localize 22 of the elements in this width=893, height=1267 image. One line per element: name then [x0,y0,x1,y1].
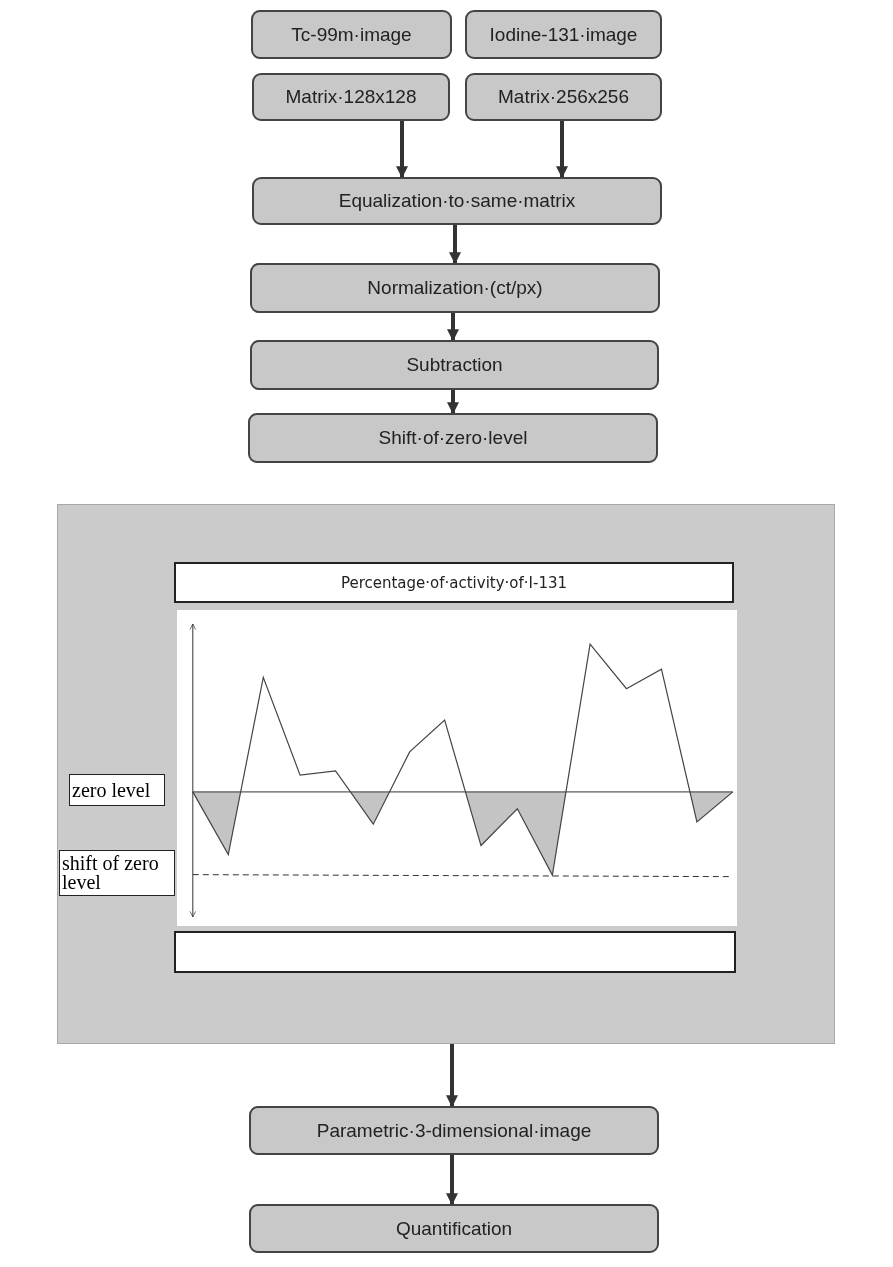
arrow [556,121,568,179]
arrow [447,390,459,415]
process-box: Parametric·3-dimensional·image [249,1106,659,1155]
arrow [396,121,408,179]
process-box: Subtraction [250,340,659,390]
arrow [446,1155,458,1206]
arrow [446,1044,458,1108]
arrow [447,313,459,342]
process-box: Quantification [249,1204,659,1253]
process-box: Tc-99m·image [251,10,452,59]
text-box: zero level [69,774,165,806]
process-box: Normalization·(ct/px) [250,263,660,313]
text-box [174,931,736,973]
process-box: Matrix·256x256 [465,73,662,121]
text-box: Percentage·of·activity·of·I-131 [174,562,734,603]
process-box: Iodine-131·image [465,10,662,59]
process-box: Matrix·128x128 [252,73,450,121]
arrow [449,225,461,265]
text-box: shift of zero level [59,850,175,896]
process-box: Shift·of·zero·level [248,413,658,463]
panel-background [57,504,835,1044]
process-box: Equalization·to·same·matrix [252,177,662,225]
